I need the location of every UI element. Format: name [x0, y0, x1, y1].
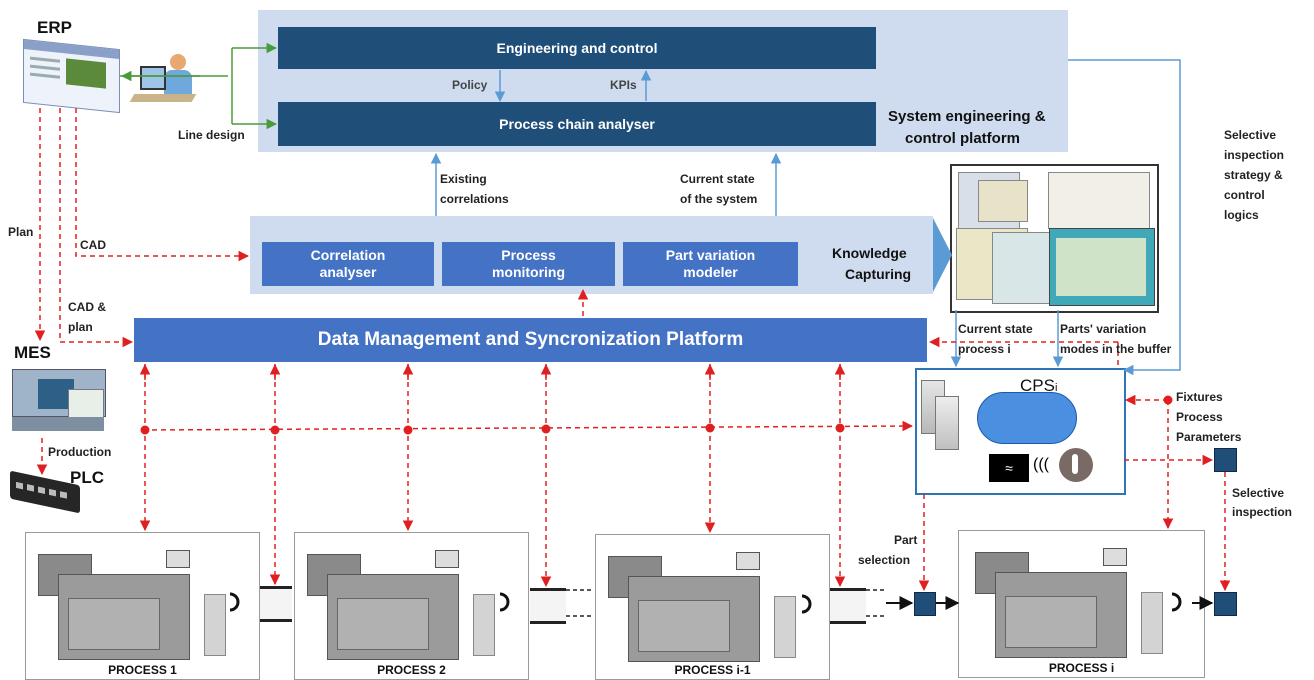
buffer-3: [830, 588, 866, 624]
cloud-icon: [977, 392, 1077, 444]
correlation-line-1: Correlation: [310, 247, 386, 263]
process-chain-analyser-box: Process chain analyser: [278, 102, 876, 146]
plan-label: Plan: [8, 225, 34, 239]
selective-strategy-label-1: Selective: [1224, 128, 1277, 142]
knowledge-triangle: [933, 218, 952, 292]
current-state-system-label-1: Current state: [680, 172, 755, 186]
correlation-analyser-box: Correlation analyser: [262, 242, 434, 286]
kpis-label: KPIs: [610, 78, 637, 92]
machine-icon-2: [307, 550, 507, 660]
erp-label: ERP: [37, 18, 72, 37]
knowledge-label-1: Knowledge: [832, 245, 907, 261]
cad-plan-line: [59, 108, 134, 348]
selective-inspection-label-2: inspection: [1232, 505, 1293, 519]
part-selection-label-1: Part: [894, 533, 918, 547]
part-variation-modeler-box: Part variation modeler: [623, 242, 798, 286]
machine-icon-1: [38, 550, 238, 660]
existing-correlations-label-1: Existing: [440, 172, 487, 186]
selective-strategy-label-2: inspection: [1224, 148, 1285, 162]
signal-icon: ≈: [989, 454, 1029, 482]
selective-strategy-line: [1068, 59, 1181, 376]
data-management-platform: Data Management and Syncronization Platf…: [134, 318, 927, 362]
part-selection-label-2: selection: [858, 553, 911, 567]
cps-box: ≈ (((: [915, 368, 1126, 495]
cps-text: CPS: [1020, 376, 1055, 395]
cps-subscript: i: [1054, 382, 1058, 394]
mes-station-icon: [8, 365, 108, 435]
machine-icon-4: [975, 548, 1180, 658]
fixtures-label-1: Fixtures: [1176, 390, 1223, 404]
line-design-label: Line design: [178, 128, 245, 142]
process-label-3: PROCESS i-1: [674, 663, 751, 677]
part-variation-line-1: Part variation: [665, 247, 756, 263]
red-bus: [142, 420, 914, 432]
platform-label-1: System engineering &: [888, 108, 1046, 125]
cad-plan-label-2: plan: [68, 320, 93, 334]
engineering-and-control-box: Engineering and control: [278, 27, 876, 69]
selective-inspection-station: [1214, 592, 1237, 616]
cps-label: CPSi: [1020, 376, 1057, 396]
part-variation-line-2: modeler: [683, 264, 738, 280]
plc-label: PLC: [70, 468, 104, 487]
policy-label: Policy: [452, 78, 488, 92]
selective-strategy-label-4: control: [1224, 188, 1265, 202]
selective-strategy-label-3: strategy &: [1224, 168, 1283, 182]
buffer-2: [530, 588, 566, 624]
fixtures-station: [1214, 448, 1237, 472]
fixtures-label-2: Process: [1176, 410, 1223, 424]
buffer-1: [260, 586, 292, 622]
process-monitoring-box: Process monitoring: [442, 242, 615, 286]
parts-variation-label-2: modes in the buffer: [1060, 342, 1172, 356]
server-icon-2: [935, 396, 959, 450]
parts-variation-label-1: Parts' variation: [1060, 322, 1147, 336]
machine-icon-3: [608, 552, 808, 662]
mes-label: MES: [14, 343, 51, 362]
selective-inspection-label-1: Selective: [1232, 486, 1285, 500]
production-label: Production: [48, 445, 112, 459]
correlation-line-2: analyser: [319, 264, 377, 280]
current-state-process-label-2: process i: [958, 342, 1011, 356]
process-label-4: PROCESS i: [1048, 661, 1115, 675]
cad-line: [75, 108, 250, 262]
part-selection-station: [914, 592, 936, 616]
user-at-computer-icon: [128, 50, 198, 110]
platform-label-2: control platform: [905, 130, 1020, 147]
selective-strategy-label-5: logics: [1224, 208, 1259, 222]
process-label-1: PROCESS 1: [108, 663, 177, 677]
cad-plan-label-1: CAD &: [68, 300, 106, 314]
monitoring-line-1: Process: [501, 247, 556, 263]
monitoring-line-2: monitoring: [491, 264, 566, 280]
cad-label: CAD: [80, 238, 106, 252]
process-label-2: PROCESS 2: [377, 663, 446, 677]
current-state-process-label-1: Current state: [958, 322, 1033, 336]
fixtures-label-3: Parameters: [1176, 430, 1242, 444]
wave-icon: (((: [1033, 456, 1049, 473]
current-state-system-label-2: of the system: [680, 192, 758, 206]
knowledge-label-2: Capturing: [845, 266, 912, 282]
existing-correlations-label-2: correlations: [440, 192, 509, 206]
software-screenshot-collage: [950, 164, 1159, 313]
